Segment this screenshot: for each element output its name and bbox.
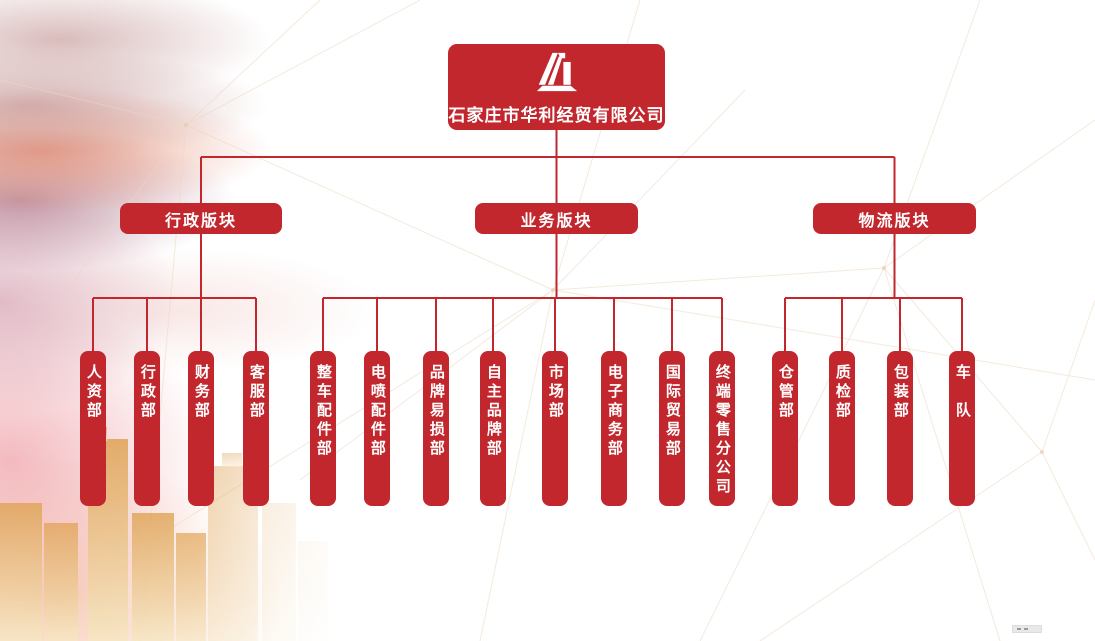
company-title: 石家庄市华利经贸有限公司 <box>448 106 665 125</box>
dept-node: 人资部 <box>80 351 106 506</box>
dept-node: 电喷配件部 <box>364 351 390 506</box>
dept-node: 质检部 <box>829 351 855 506</box>
division-node-admin: 行政版块 <box>120 203 282 234</box>
dept-label: 国际贸易部 <box>663 364 681 459</box>
company-root-node: 石家庄市华利经贸有限公司 <box>448 44 665 130</box>
dept-node: 自主品牌部 <box>480 351 506 506</box>
dept-label: 电喷配件部 <box>368 364 386 459</box>
division-node-logistics: 物流版块 <box>813 203 976 234</box>
watermark-mark <box>1017 628 1021 630</box>
dept-node: 市场部 <box>542 351 568 506</box>
dept-node: 客服部 <box>243 351 269 506</box>
city-skyline-image <box>0 411 360 641</box>
dept-label: 市场部 <box>546 364 564 421</box>
dept-label: 行政部 <box>138 364 156 421</box>
dept-label: 财务部 <box>192 364 210 421</box>
dept-node: 国际贸易部 <box>659 351 685 506</box>
company-logo-icon <box>533 51 581 98</box>
division-label: 行政版块 <box>164 212 237 230</box>
division-label: 业务版块 <box>520 212 593 230</box>
dept-label: 自主品牌部 <box>484 364 502 459</box>
dept-label: 包装部 <box>891 364 909 421</box>
watermark-mark <box>1024 628 1028 630</box>
dept-label: 品牌易损部 <box>427 364 445 459</box>
dept-label: 整车配件部 <box>314 364 332 459</box>
dept-node: 包装部 <box>887 351 913 506</box>
dept-label: 仓管部 <box>776 364 794 421</box>
dept-node: 仓管部 <box>772 351 798 506</box>
dept-label: 客服部 <box>247 364 265 421</box>
dept-label: 电子商务部 <box>605 364 623 459</box>
dept-node: 行政部 <box>134 351 160 506</box>
dept-node: 车 队 <box>949 351 975 506</box>
watermark <box>1012 625 1042 633</box>
division-node-business: 业务版块 <box>475 203 638 234</box>
dept-label: 车 队 <box>953 364 971 421</box>
dept-node: 终端零售分公司 <box>709 351 735 506</box>
dept-node: 电子商务部 <box>601 351 627 506</box>
dept-node: 整车配件部 <box>310 351 336 506</box>
dept-node: 品牌易损部 <box>423 351 449 506</box>
dept-label: 质检部 <box>833 364 851 421</box>
division-label: 物流版块 <box>858 212 931 230</box>
dept-label: 终端零售分公司 <box>713 364 731 497</box>
dept-label: 人资部 <box>84 364 102 421</box>
dept-node: 财务部 <box>188 351 214 506</box>
cloud-texture <box>0 0 420 641</box>
